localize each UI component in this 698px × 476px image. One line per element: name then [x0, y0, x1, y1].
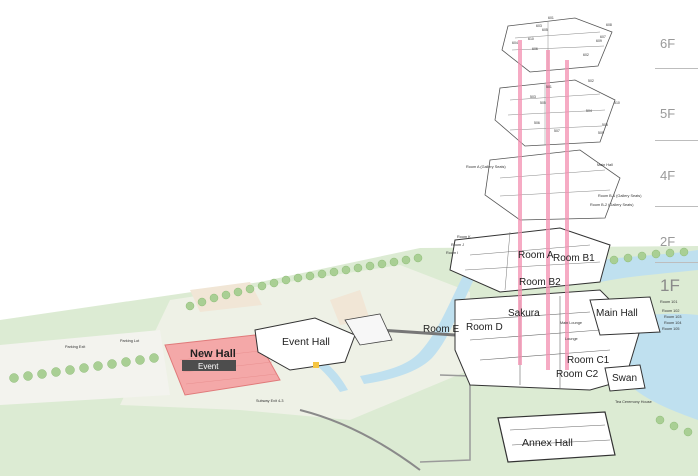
room-601: 601	[548, 16, 554, 20]
room-103-label: Room 103	[664, 315, 682, 319]
room-508: 508	[602, 123, 608, 127]
floor-tab-2f[interactable]: 2F	[660, 234, 676, 249]
floor-tab-1f[interactable]: 1F	[660, 276, 680, 295]
room-number-labels: 501 502 503 504 505 506 507 508 509 510 …	[512, 16, 620, 135]
room-c1-label: Room C1	[567, 355, 610, 366]
tea-house-label: Tea Ceremony House	[615, 400, 652, 404]
room-c2-label: Room C2	[556, 369, 599, 380]
room-502: 502	[588, 79, 594, 83]
floor-5f-lines	[507, 84, 606, 145]
elevator-shaft-right	[565, 60, 569, 370]
room-j-label: Room J	[451, 243, 464, 247]
event-tag-bg	[182, 360, 236, 371]
room-505: 505	[540, 101, 546, 105]
sakura-label: Sakura	[508, 308, 540, 319]
floor-2f-lines	[464, 231, 601, 291]
room-510: 510	[614, 101, 620, 105]
room-608: 608	[606, 23, 612, 27]
event-hall-label: Event Hall	[282, 336, 330, 348]
room-504: 504	[586, 109, 592, 113]
floor-divider-1	[655, 68, 698, 69]
room-602: 602	[583, 53, 589, 57]
room-506: 506	[534, 121, 540, 125]
floor-5f[interactable]	[494, 79, 616, 147]
event-hall-annex	[344, 313, 393, 346]
room-a-label: Room A	[518, 250, 554, 261]
room-b1-4f-label: Room B-1 (Gallery Seats)	[598, 194, 642, 198]
floor-4f[interactable]	[484, 149, 621, 221]
tree-row-top	[185, 253, 423, 311]
room-609: 609	[596, 39, 602, 43]
room-b2-label: Room B2	[519, 277, 561, 288]
elevator-shaft-left	[518, 40, 522, 365]
floor-divider-4	[655, 262, 698, 263]
elevator-shaft-mid	[546, 50, 550, 370]
room-b1-label: Room B1	[553, 253, 595, 264]
room-610: 610	[528, 37, 534, 41]
pond-right	[620, 313, 698, 420]
main-hall-label: Main Hall	[596, 308, 638, 319]
main-lounge-label: Main Lounge	[560, 321, 582, 325]
lounge-label: Lounge	[565, 337, 578, 341]
parking-exit-label: Parking Exit	[65, 345, 86, 349]
event-hall-building[interactable]	[254, 317, 356, 371]
elevator-dot	[313, 362, 319, 368]
room-607: 607	[600, 35, 606, 39]
floor-tab-6f[interactable]: 6F	[660, 36, 676, 51]
annex-hall-label: Annex Hall	[522, 437, 573, 449]
parking-lot-label: Parking Lot	[120, 339, 140, 343]
room-509: 509	[598, 131, 604, 135]
room-105-label: Room 105	[662, 327, 680, 331]
event-tag-label: Event	[198, 362, 219, 371]
room-606: 606	[532, 47, 538, 51]
floor-divider-2	[655, 140, 698, 141]
room-k-label: Room K	[457, 235, 471, 239]
main-hall-building[interactable]	[589, 296, 661, 336]
room-a-4f-label: Room A (Gallery Seats)	[466, 165, 506, 169]
elevator-shafts	[518, 40, 569, 370]
floor-6f[interactable]	[501, 17, 613, 73]
tree-row-left	[9, 353, 159, 383]
room-101-label: Room 101	[660, 300, 678, 304]
room-102-label: Room 102	[662, 309, 680, 313]
room-507: 507	[554, 129, 560, 133]
room-604: 604	[512, 41, 518, 45]
river-top	[590, 250, 698, 282]
room-e-label: Room E	[423, 324, 459, 335]
room-d-label: Room D	[466, 322, 503, 333]
small-labels: Parking Exit Parking Lot Subway Exit 4-3…	[65, 163, 682, 404]
room-i-label: Room I	[446, 251, 458, 255]
room-503: 503	[530, 95, 536, 99]
new-hall-label: New Hall	[190, 348, 236, 360]
subway-exit-label: Subway Exit 4-3	[256, 399, 283, 403]
floor-tab-5f[interactable]: 5F	[660, 106, 676, 121]
room-b2-4f-label: Room B-2 (Gallery Seats)	[590, 203, 634, 207]
swan-building[interactable]	[604, 364, 646, 392]
floor-tab-4f[interactable]: 4F	[660, 168, 676, 183]
main-hall-4f-label: Main Hall	[597, 163, 613, 167]
road-2	[419, 374, 471, 463]
road	[299, 409, 421, 471]
floor-divider-3	[655, 206, 698, 207]
room-603: 603	[536, 24, 542, 28]
room-605: 605	[542, 28, 548, 32]
room-501: 501	[546, 85, 552, 89]
annex-hall-building[interactable]	[497, 411, 616, 463]
room-104-label: Room 104	[664, 321, 682, 325]
swan-label: Swan	[612, 373, 637, 384]
sandy-area-2	[330, 290, 370, 325]
floor-2f[interactable]	[449, 227, 611, 293]
